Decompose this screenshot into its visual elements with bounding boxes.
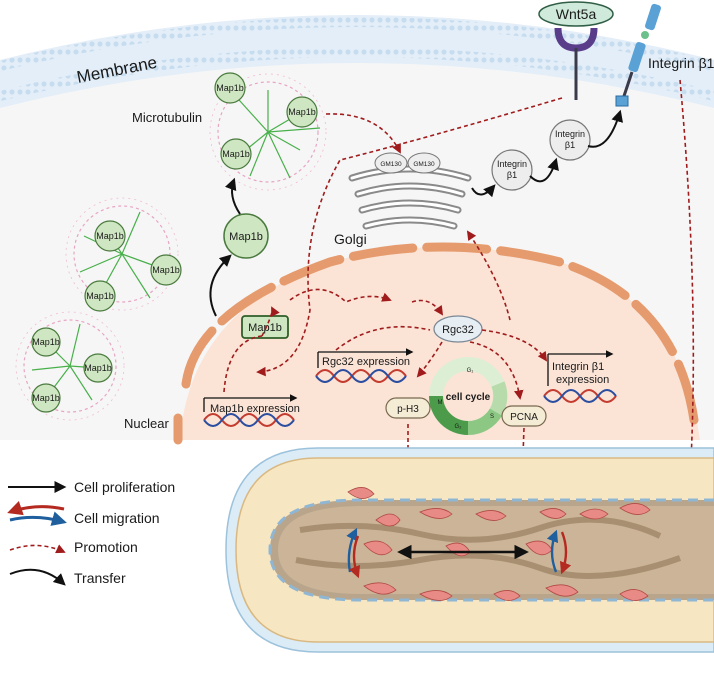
map1b-node-mid-2 [150,254,182,286]
map1b-expression-label: Map1b expression [210,403,300,415]
transfer-arrows [209,109,623,317]
gm130-node-1 [374,152,408,174]
cell-cycle-m-label: M [438,400,443,406]
integrin-vesicle-membrane [549,119,591,161]
cell-cycle-s-label: S [490,414,494,420]
integrin-vesicle-membrane-sub: β1 [565,140,575,150]
map1b-label-top-1: Map1b [216,83,244,93]
map1b-node-low-3 [31,383,61,413]
integrin-receptor [615,3,661,107]
microtubule-cluster-top [209,73,327,191]
integrin-vesicle-golgi-sub: β1 [507,170,517,180]
gm130-node-2 [407,152,441,174]
cell-cycle-label: cell cycle [446,392,491,403]
legend: Cell proliferation Cell migration Promot… [7,479,175,586]
microtubule-cluster-lower [15,311,125,421]
dna-rgc32 [315,348,414,383]
map1b-node-top-2 [286,96,318,128]
rgc32-expression-label: Rgc32 expression [322,356,410,368]
cell-cycle-g1-label: G₁ [467,368,474,374]
rgc32-node [433,315,483,343]
integrin-expression-label-1: Integrin β1 [552,361,604,373]
integrin-b1-receptor-label: Integrin β1 [648,55,714,71]
map1b-cytoplasm-label: Map1b [229,231,263,243]
integrin-vesicle-golgi-label: Integrin [497,159,527,169]
blood-vessel [225,447,714,653]
pcna-label: PCNA [510,412,538,423]
rgc32-label: Rgc32 [442,324,474,336]
nucleus [173,242,700,445]
map1b-node-mid-3 [84,280,116,312]
wnt5a-label: Wnt5a [556,6,597,22]
legend-label-transfer: Transfer [74,570,126,586]
dna-integrin [543,350,617,403]
integrin-vesicle-membrane-label: Integrin [555,129,585,139]
gm130-label-1: GM130 [380,161,402,168]
cell-membrane [0,15,714,108]
wnt5a-ellipse [538,1,614,27]
nuclear-label: Nuclear [124,416,169,431]
promotion-arrow-icon [9,544,66,554]
cell-cycle-g2-label: G₂ [455,424,463,430]
dna-map1b [203,394,298,427]
vessel-migration-arrows [346,527,572,579]
map1b-node-low-2 [83,353,113,383]
map1b-label-low-2: Map1b [84,363,112,373]
map1b-label-low-3: Map1b [32,393,60,403]
map1b-label-top-2: Map1b [288,107,316,117]
map1b-node-top-3 [220,138,252,170]
golgi-label: Golgi [334,231,367,247]
integrin-expression-label-2: expression [556,374,609,386]
cell-cycle-ring [429,357,508,436]
integrin-vesicle-golgi [491,149,533,191]
map1b-label-mid-2: Map1b [152,265,180,275]
ph3-label: p-H3 [397,404,419,415]
map1b-label-mid-3: Map1b [86,291,114,301]
map1b-node-top-1 [214,72,246,104]
transfer-arrow-icon [9,568,66,586]
map1b-node-low-1 [31,327,61,357]
legend-label-cell-proliferation: Cell proliferation [74,479,175,495]
wnt5a-receptor [538,1,614,100]
legend-label-cell-migration: Cell migration [74,510,160,526]
pcna-node [501,405,547,427]
map1b-node-mid-1 [94,220,126,252]
map1b-label-top-3: Map1b [222,149,250,159]
cell-migration-arrows-icon [7,500,67,526]
microtubulin-label: Microtubulin [132,110,202,125]
golgi-apparatus [348,165,472,230]
map1b-cytoplasm-node [223,213,269,259]
ph3-node [385,397,431,419]
legend-label-promotion: Promotion [74,539,138,555]
map1b-nuclear-box [241,315,289,339]
gm130-label-2: GM130 [413,161,435,168]
map1b-label-mid-1: Map1b [96,231,124,241]
map1b-label-low-1: Map1b [32,337,60,347]
